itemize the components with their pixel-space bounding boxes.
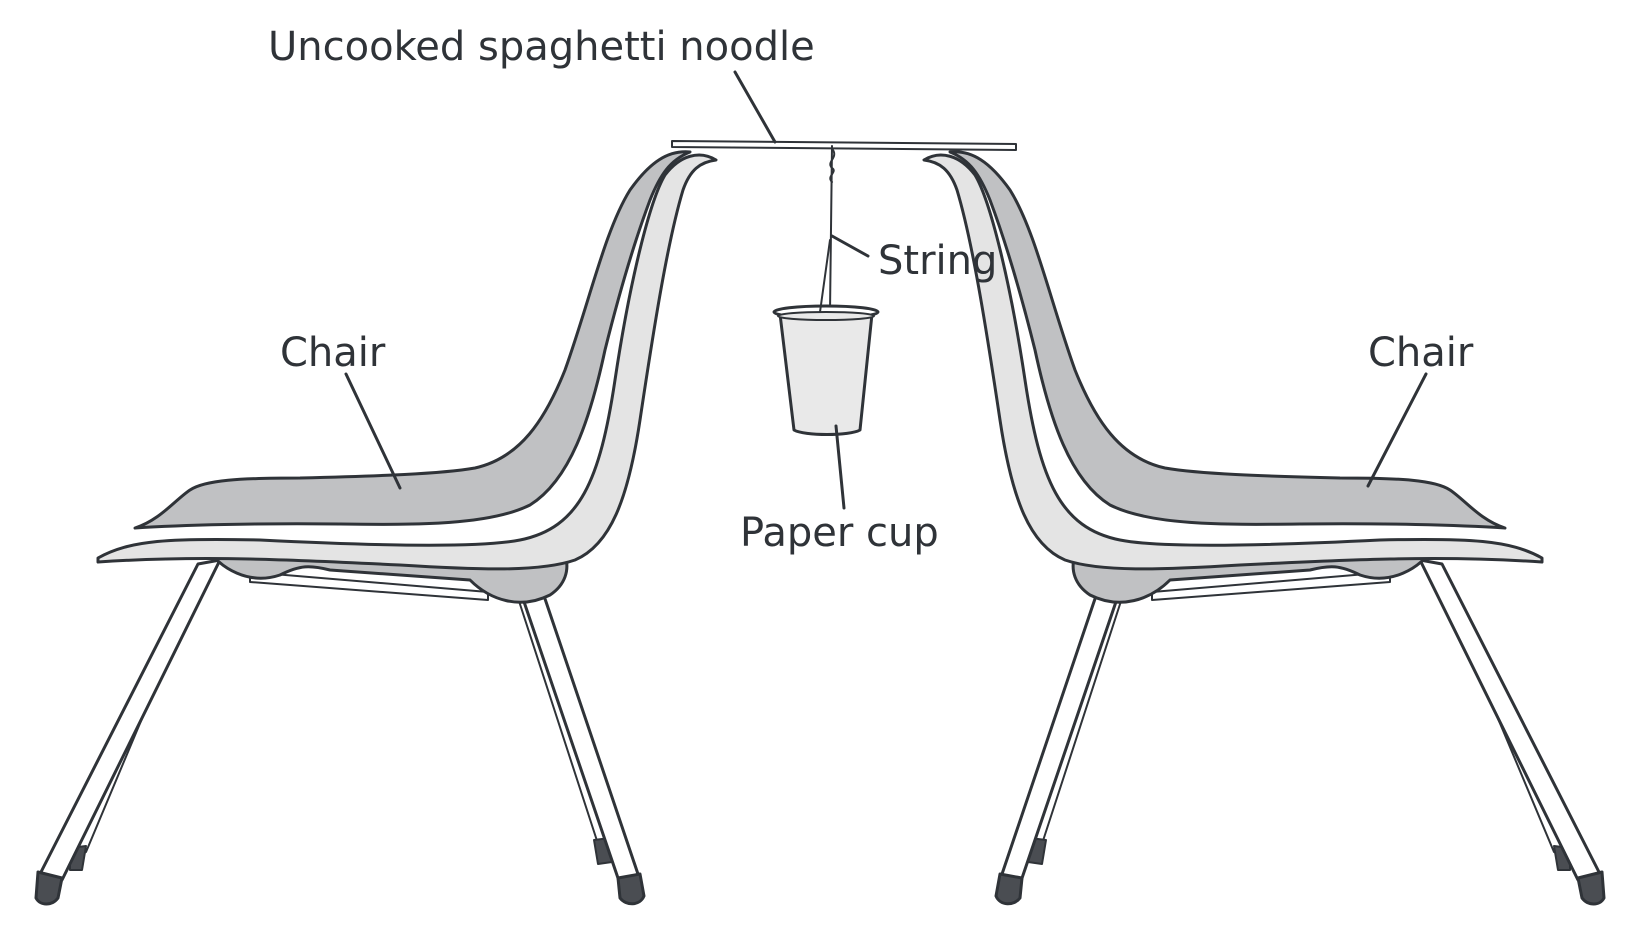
leader-spaghetti (733, 70, 777, 144)
label-spaghetti-noodle: Uncooked spaghetti noodle (268, 24, 815, 70)
right-chair-front-legs (994, 558, 1606, 906)
leader-chair-left (344, 372, 402, 490)
left-chair (34, 150, 718, 906)
leader-cup (834, 424, 846, 510)
label-chair-left: Chair (280, 330, 386, 376)
label-chair-right: Chair (1368, 330, 1474, 376)
leader-lines (344, 70, 1428, 510)
label-paper-cup: Paper cup (740, 510, 939, 556)
left-chair-shell (96, 153, 718, 571)
string (829, 145, 836, 313)
left-chair-front-legs (34, 558, 646, 906)
leader-string (830, 234, 870, 258)
paper-cup (772, 239, 880, 436)
label-string: String (878, 238, 997, 284)
leader-chair-right (1366, 372, 1428, 488)
left-chair-seat (133, 150, 692, 530)
right-chair-shell (922, 153, 1544, 571)
right-chair (922, 150, 1606, 906)
spaghetti-noodle (671, 140, 1017, 151)
right-chair-seat (948, 150, 1507, 530)
